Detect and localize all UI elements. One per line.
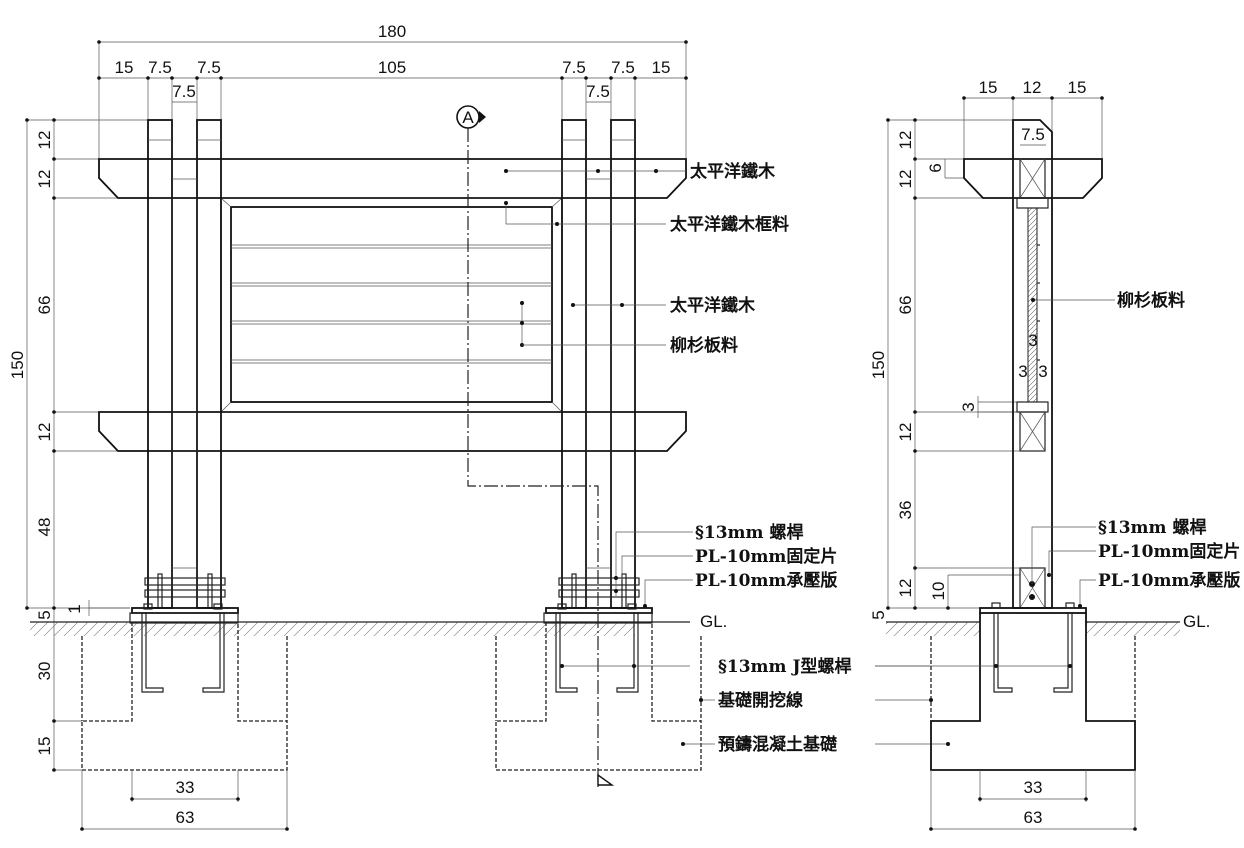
label-fixing-plate: PL-10mm固定片 <box>695 546 837 567</box>
section-cut-line: A <box>456 105 615 790</box>
dim-center-105: 105 <box>378 58 406 77</box>
dim-right-7-5c: 7.5 <box>611 58 635 77</box>
section-dim-inner-33: 33 <box>1024 778 1043 797</box>
section-dim-mid-12: 12 <box>1023 78 1042 97</box>
section-foundation: GL. <box>875 602 1210 771</box>
label-precast-foundation: 預鑄混凝土基礎 <box>718 734 838 755</box>
section-marker-label: A <box>462 108 474 127</box>
dim-left-7-5b: 7.5 <box>172 82 196 101</box>
section-dim-groove-3c: 3 <box>1038 362 1047 381</box>
section-dim-top-12b: 12 <box>896 170 915 189</box>
section-dim-base-10: 10 <box>929 582 948 601</box>
section-dim-chamfer-6: 6 <box>926 163 945 172</box>
dim-lower-12: 12 <box>35 423 54 442</box>
dim-lower-48: 48 <box>35 518 54 537</box>
dim-outer-63: 63 <box>176 808 195 827</box>
elevation-view: 180 15 7.5 7.5 7.5 105 7.5 7.5 7.5 15 <box>8 22 950 831</box>
top-crossbeam <box>98 158 687 199</box>
section-label-cedar-board: 柳杉板料 <box>1117 290 1185 311</box>
section-dim-gap-3: 3 <box>959 402 978 411</box>
section-dim-lower-12: 12 <box>896 423 915 442</box>
dim-right-15: 15 <box>652 58 671 77</box>
elevation-bottom-dimensions: 33 63 <box>80 770 289 831</box>
section-top-dimensions: 15 12 15 7.5 <box>962 78 1104 160</box>
section-view: 15 12 15 7.5 150 12 12 6 <box>869 78 1240 831</box>
label-pacific-ironwood-top: 太平洋鐵木 <box>690 161 776 182</box>
dim-foundation-30: 30 <box>35 662 54 681</box>
section-dim-top-12a: 12 <box>896 131 915 150</box>
label-bolt: §13mm 螺桿 <box>695 522 803 543</box>
dim-right-7-5b: 7.5 <box>586 82 610 101</box>
label-pacific-ironwood-frame: 太平洋鐵木框料 <box>670 214 789 235</box>
section-left-dimensions: 150 12 12 6 66 3 12 36 12 10 5 <box>869 118 1020 620</box>
elevation-left-dimensions: 150 12 12 66 12 48 5 1 30 15 <box>8 118 148 772</box>
dim-panel-66: 66 <box>35 296 54 315</box>
section-label-bolt: §13mm 螺桿 <box>1098 517 1206 538</box>
section-dim-base-12: 12 <box>896 579 915 598</box>
label-excavation-line: 基礎開挖線 <box>717 690 803 711</box>
section-dim-right-15: 15 <box>1068 78 1087 97</box>
elevation-top-dimensions: 180 15 7.5 7.5 7.5 105 7.5 7.5 7.5 15 <box>97 22 688 160</box>
label-cedar-board: 柳杉板料 <box>670 335 738 356</box>
dim-overall-width: 180 <box>378 22 406 41</box>
label-bearing-plate: PL-10mm承壓版 <box>695 570 837 591</box>
section-dim-left-15: 15 <box>979 78 998 97</box>
section-dim-panel-66: 66 <box>896 296 915 315</box>
label-j-bolt: §13mm J型螺桿 <box>718 656 852 677</box>
section-dim-outer-63: 63 <box>1024 808 1043 827</box>
bottom-crossbeam <box>98 411 687 452</box>
dim-gap-1: 1 <box>65 604 84 613</box>
dim-total-height-150: 150 <box>8 351 27 379</box>
section-ground-level-label: GL. <box>1183 612 1210 631</box>
section-dim-groove-3a: 3 <box>1028 331 1037 350</box>
dim-left-7-5a: 7.5 <box>148 58 172 77</box>
dim-left-15: 15 <box>115 58 134 77</box>
section-label-fixing-plate: PL-10mm固定片 <box>1098 541 1240 562</box>
section-labels: 柳杉板料 §13mm 螺桿 PL-10mm固定片 PL-10mm承壓版 <box>1098 290 1240 591</box>
dim-foundation-15: 15 <box>35 737 54 756</box>
ground-and-foundations: GL. <box>30 603 727 771</box>
dim-right-7-5a: 7.5 <box>562 58 586 77</box>
dim-base-5: 5 <box>35 610 54 619</box>
dim-inner-33: 33 <box>176 778 195 797</box>
dim-left-7-5c: 7.5 <box>197 58 221 77</box>
sign-panel <box>220 197 563 413</box>
right-post-pair <box>558 119 640 609</box>
section-leaders <box>1031 298 1115 608</box>
left-post-pair <box>144 119 226 609</box>
section-post: 3 3 3 <box>963 119 1103 609</box>
section-bottom-dimensions: 33 63 <box>929 770 1137 831</box>
section-dim-base-5: 5 <box>869 610 888 619</box>
section-dim-total-150: 150 <box>869 351 888 379</box>
section-dim-groove-3b: 3 <box>1018 362 1027 381</box>
ground-level-label: GL. <box>700 612 727 631</box>
section-label-bearing-plate: PL-10mm承壓版 <box>1098 570 1240 591</box>
section-marker-arrow-icon <box>479 111 486 123</box>
label-pacific-ironwood-post: 太平洋鐵木 <box>670 295 756 316</box>
elevation-labels: 太平洋鐵木 太平洋鐵木框料 太平洋鐵木 柳杉板料 §13mm 螺桿 PL-10m… <box>670 161 852 755</box>
section-dim-inner-7-5: 7.5 <box>1021 125 1045 144</box>
section-dim-lower-36: 36 <box>896 501 915 520</box>
dim-top-12a: 12 <box>35 131 54 150</box>
dim-top-12b: 12 <box>35 170 54 189</box>
